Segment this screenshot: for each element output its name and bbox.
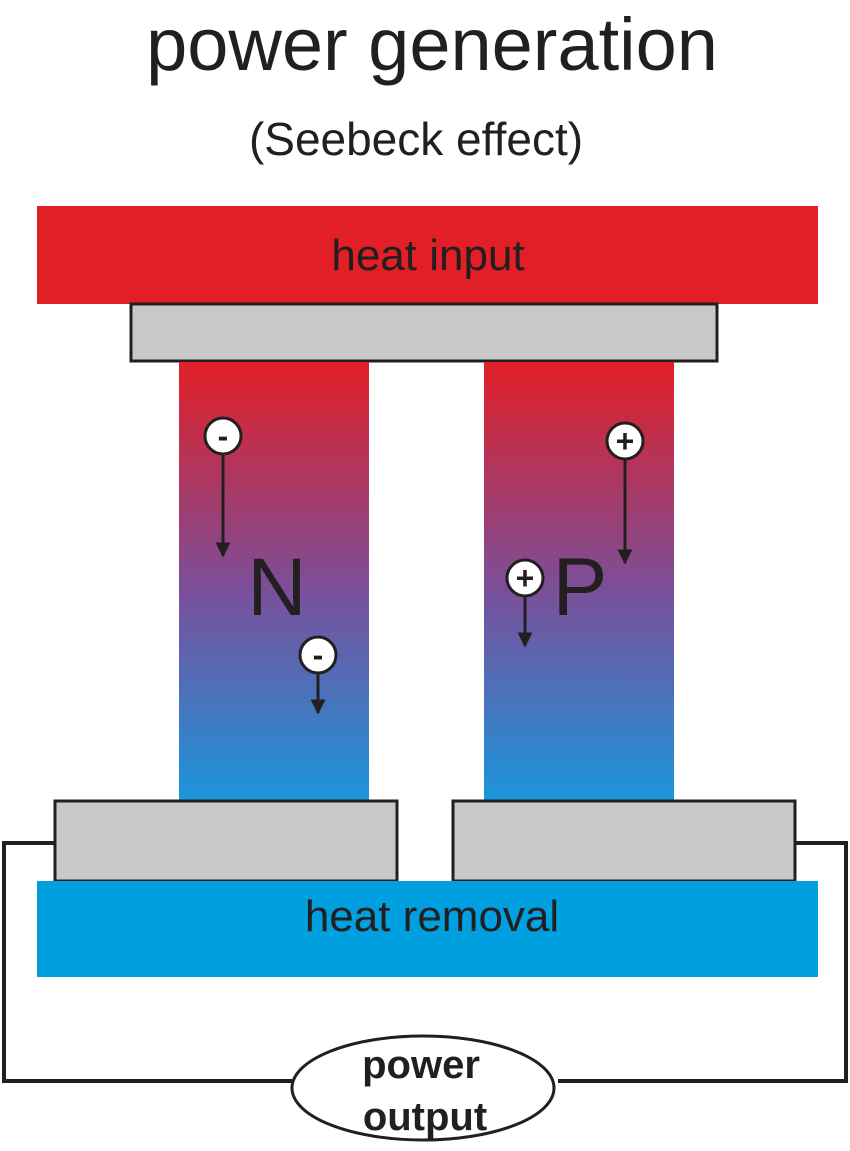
power-output-label-line2: output [363,1095,487,1139]
diagram-title: power generation [146,3,718,86]
top-conductor-plate [129,302,719,363]
hole-symbol: + [616,423,635,459]
electron-carrier-lower: - [298,635,338,715]
load-ellipse [290,1034,556,1142]
electron-symbol: - [218,418,229,454]
hole-circle-icon [505,558,545,598]
bottom-left-conductor-plate [53,799,399,883]
electron-symbol: - [313,637,324,673]
hole-symbol: + [516,560,535,596]
diagram-subtitle: (Seebeck effect) [249,113,583,165]
n-leg-label: N [247,542,306,633]
electron-carrier-upper: - [203,416,243,558]
heat-removal-label: heat removal [305,892,559,941]
electron-circle-icon [298,635,338,675]
hole-circle-icon [605,421,645,461]
heat-input-bar [37,206,818,304]
heat-input-label: heat input [331,231,524,280]
bottom-right-conductor-plate [451,799,797,883]
power-output-load: power output [290,1034,556,1142]
hole-carrier-upper: + [605,421,645,565]
heat-removal-bar [37,881,818,977]
output-wire-right [558,841,848,1083]
p-leg-label: P [553,542,608,633]
electron-circle-icon [203,416,243,456]
hole-carrier-lower: + [505,558,545,648]
power-output-label-line1: power [362,1043,480,1087]
output-wire [2,841,292,1083]
